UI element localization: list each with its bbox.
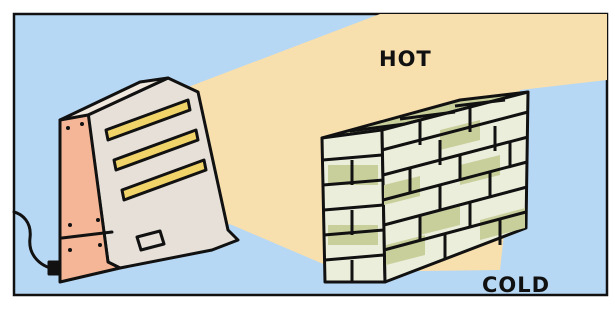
heating-element-2: [112, 128, 200, 172]
rivet: [66, 126, 70, 130]
radiant-heater-icon: [12, 76, 240, 284]
mortar-lines: [322, 98, 529, 282]
heating-element-1: [104, 98, 192, 142]
heating-element-3: [120, 158, 208, 202]
cord-plug: [47, 260, 60, 276]
hot-label: HOT: [379, 47, 432, 71]
heater-top: [58, 76, 170, 122]
rivet: [68, 248, 72, 252]
power-cord: [12, 210, 62, 272]
rivet: [98, 243, 102, 247]
cold-label: COLD: [482, 273, 550, 297]
heater-knob: [135, 229, 166, 252]
rivet: [68, 223, 72, 227]
rivet: [96, 218, 100, 222]
rivet: [80, 122, 84, 126]
brick-wall-icon: [320, 90, 530, 284]
heater-base-line: [60, 230, 114, 240]
